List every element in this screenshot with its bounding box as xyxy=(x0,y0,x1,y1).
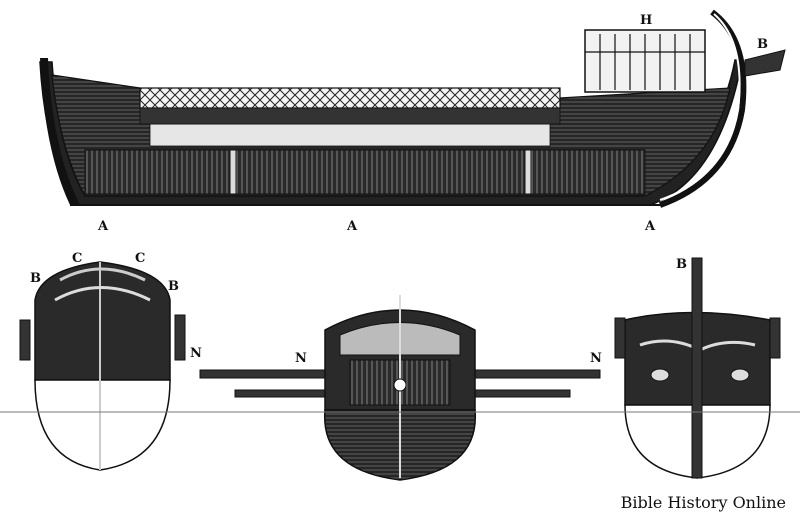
label-a-right: A xyxy=(644,219,656,234)
label-a-mid: A xyxy=(346,219,358,234)
label-a-left: A xyxy=(97,219,109,234)
stern-view xyxy=(614,257,781,479)
label-b-side: B xyxy=(757,37,768,52)
label-n-section-left: N xyxy=(295,351,307,366)
midship-section xyxy=(199,295,601,481)
label-c-right: C xyxy=(135,251,145,266)
front-view xyxy=(19,261,186,471)
watermark-caption: Bible History Online xyxy=(620,493,786,512)
label-h: H xyxy=(640,13,652,28)
label-b-front-right: B xyxy=(168,279,179,294)
side-elevation xyxy=(39,9,786,208)
label-n-front: N xyxy=(190,346,202,361)
label-c-left: C xyxy=(72,251,82,266)
label-n-section-right: N xyxy=(590,351,602,366)
label-b-front-left: B xyxy=(30,271,41,286)
label-b-stern: B xyxy=(676,257,687,272)
